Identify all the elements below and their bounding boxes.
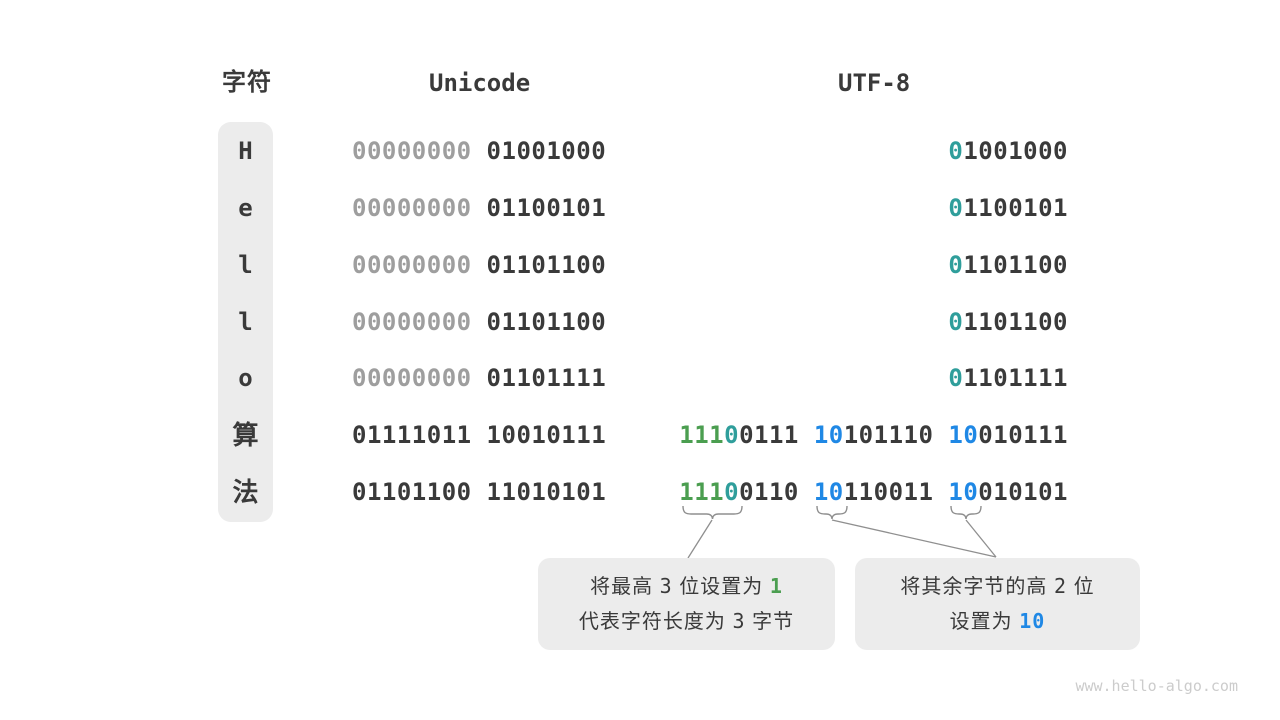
text-segment: 111 [679,421,725,450]
text-segment: 00000000 [352,250,472,279]
connector-line [965,519,997,558]
unicode-value: 00000000 01101111 [352,360,606,396]
character-cell: l [238,307,253,336]
text-segment: 10 [813,478,844,506]
text-segment: 1 [769,574,783,598]
text-segment: 将其余字节的高 [900,576,1054,598]
unicode-value: 01111011 10010111 [352,417,606,453]
character-cell: H [238,137,253,165]
text-segment: 0 [724,421,740,450]
callout-continuation-bits: 将其余字节的高 2 位设置为 10 [855,558,1140,650]
text-segment: 0 [948,307,964,336]
text-segment: 010101 [978,478,1068,506]
text-segment: 01101100 [471,250,607,279]
unicode-value: 00000000 01100101 [352,190,606,226]
text-segment: 01111011 10010111 [352,421,607,450]
text-segment: 位 [1067,576,1095,598]
unicode-value: 00000000 01001000 [352,133,606,169]
character-cell: o [238,364,253,393]
utf8-column-header: UTF-8 [838,69,911,97]
character-cell: 算 [232,420,259,451]
character-cell: l [238,250,253,279]
text-segment: 01100101 [471,193,607,222]
text-segment: 0 [948,137,964,165]
character-column-background [218,122,273,522]
text-segment: 111 [679,478,725,506]
character-cell: 法 [232,477,259,507]
text-segment: 3 [659,574,673,598]
text-segment: 0111 [739,421,814,450]
text-segment: 1101100 [963,307,1068,336]
text-segment: 110011 [843,478,949,506]
watermark: www.hello-algo.com [1075,677,1238,695]
text-segment: 101110 [843,421,949,450]
callout-line: 设置为 10 [855,604,1140,639]
unicode-value: 00000000 01101100 [352,247,606,283]
char-column-header: 字符 [222,69,272,96]
text-segment: 字节 [745,611,795,633]
text-segment: 01001000 [471,137,607,165]
text-segment: 00000000 [352,193,472,222]
text-segment: 2 [1053,574,1068,598]
callout-line: 将最高 3 位设置为 1 [538,569,835,604]
text-segment: 00000000 [352,307,472,336]
text-segment: 01101111 [471,364,607,393]
unicode-column-header: Unicode [429,69,531,97]
callout-line: 将其余字节的高 2 位 [855,569,1140,604]
text-segment: 位设置为 [672,576,770,598]
text-segment: 0 [948,193,964,222]
text-segment: 10 [948,421,979,450]
utf8-value: 01101100 [948,304,1068,340]
utf8-value: 11100110 10110011 10010101 [679,474,1068,510]
text-segment: 00000000 [352,364,472,393]
text-segment: 01101100 [471,307,607,336]
text-segment: 10 [948,478,979,506]
text-segment: 010111 [978,421,1068,450]
utf8-value: 11100111 10101110 10010111 [679,417,1068,453]
connector-line [831,519,997,558]
text-segment: 设置为 [949,611,1020,633]
text-segment: 00000000 [352,137,472,165]
utf8-value: 01101111 [948,360,1068,396]
text-segment: 1100101 [963,193,1068,222]
character-cell: e [238,193,253,222]
text-segment: 将最高 [590,576,660,598]
text-segment: 1101100 [963,250,1068,279]
utf8-value: 01101100 [948,247,1068,283]
text-segment: 0 [948,250,964,279]
unicode-value: 01101100 11010101 [352,474,606,510]
text-segment: 1001000 [963,137,1068,165]
unicode-value: 00000000 01101100 [352,304,606,340]
utf8-value: 01100101 [948,190,1068,226]
text-segment: 10 [1019,609,1046,633]
text-segment: 10 [813,421,844,450]
text-segment: 3 [732,609,746,633]
connector-line [687,519,713,559]
callout-line: 代表字符长度为 3 字节 [538,604,835,639]
text-segment: 代表字符长度为 [578,611,733,633]
text-segment: 0 [724,478,740,506]
text-segment: 0 [948,364,964,393]
text-segment: 0110 [739,478,814,506]
text-segment: 01101100 11010101 [352,478,607,506]
text-segment: 1101111 [963,364,1068,393]
utf8-value: 01001000 [948,133,1068,169]
